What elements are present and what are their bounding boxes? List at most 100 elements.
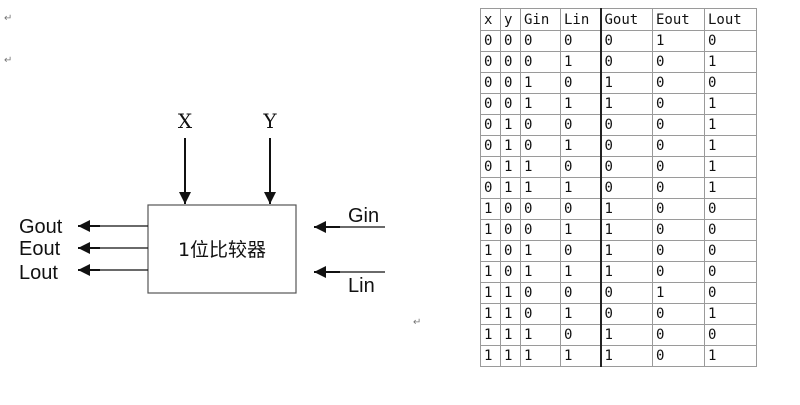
- table-header-row: x y Gin Lin Gout Eout Lout: [480, 8, 757, 31]
- table-cell: 1: [500, 345, 521, 367]
- table-cell: 1: [520, 156, 561, 178]
- table-cell: 1: [500, 177, 521, 199]
- table-cell: 1: [520, 261, 561, 283]
- table-cell: 1: [480, 324, 501, 346]
- table-cell: 1: [480, 261, 501, 283]
- input-label-x: X: [178, 109, 193, 133]
- table-cell: 1: [704, 156, 757, 178]
- table-cell: 1: [480, 303, 501, 325]
- table-cell: 1: [560, 303, 601, 325]
- table-cell: 0: [652, 156, 705, 178]
- table-cell: 0: [704, 261, 757, 283]
- table-cell: 0: [704, 30, 757, 52]
- table-cell: 1: [599, 198, 653, 220]
- comparator-block: [147, 204, 297, 294]
- table-cell: 0: [520, 51, 561, 73]
- table-cell: 1: [599, 240, 653, 262]
- table-cell: 1: [520, 240, 561, 262]
- header-x: x: [480, 8, 501, 31]
- table-cell: 1: [500, 135, 521, 157]
- table-cell: 0: [560, 156, 601, 178]
- table-cell: 1: [480, 240, 501, 262]
- table-cell: 0: [599, 135, 653, 157]
- table-cell: 1: [652, 282, 705, 304]
- table-cell: 0: [652, 198, 705, 220]
- table-cell: 0: [652, 303, 705, 325]
- table-cell: 1: [500, 282, 521, 304]
- table-cell: 0: [599, 282, 653, 304]
- table-cell: 0: [520, 282, 561, 304]
- table-cell: 0: [500, 261, 521, 283]
- table-cell: 0: [704, 282, 757, 304]
- table-cell: 1: [599, 219, 653, 241]
- table-cell: 0: [652, 345, 705, 367]
- table-cell: 1: [500, 114, 521, 136]
- table-cell: 0: [599, 156, 653, 178]
- table-cell: 0: [500, 219, 521, 241]
- table-cell: 0: [704, 240, 757, 262]
- table-cell: 1: [520, 345, 561, 367]
- table-cell: 0: [704, 219, 757, 241]
- table-cell: 1: [704, 303, 757, 325]
- table-cell: 0: [480, 135, 501, 157]
- table-cell: 0: [652, 261, 705, 283]
- table-cell: 0: [560, 198, 601, 220]
- table-cell: 0: [520, 114, 561, 136]
- table-cell: 1: [520, 177, 561, 199]
- table-cell: 0: [480, 156, 501, 178]
- table-cell: 0: [560, 282, 601, 304]
- table-cell: 1: [560, 219, 601, 241]
- table-cell: 0: [652, 219, 705, 241]
- table-cell: 0: [520, 135, 561, 157]
- table-cell: 1: [560, 51, 601, 73]
- table-cell: 0: [500, 240, 521, 262]
- table-cell: 0: [500, 198, 521, 220]
- table-cell: 1: [500, 156, 521, 178]
- table-cell: 0: [599, 30, 653, 52]
- table-cell: 0: [704, 324, 757, 346]
- table-cell: 0: [560, 72, 601, 94]
- input-label-gin: Gin: [348, 205, 379, 227]
- header-gin: Gin: [520, 8, 561, 31]
- table-cell: 0: [480, 177, 501, 199]
- table-cell: 0: [652, 324, 705, 346]
- table-cell: 0: [652, 72, 705, 94]
- table-cell: 1: [704, 114, 757, 136]
- header-gout: Gout: [599, 8, 653, 31]
- table-cell: 0: [500, 93, 521, 115]
- table-cell: 0: [652, 135, 705, 157]
- table-cell: 1: [480, 282, 501, 304]
- table-cell: 1: [560, 177, 601, 199]
- table-cell: 1: [704, 345, 757, 367]
- output-label-lout: Lout: [19, 262, 58, 284]
- paragraph-mark: ↵: [4, 55, 13, 66]
- table-cell: 1: [500, 303, 521, 325]
- table-cell: 1: [520, 93, 561, 115]
- header-lout: Lout: [704, 8, 757, 31]
- table-cell: 0: [652, 93, 705, 115]
- table-cell: 0: [704, 198, 757, 220]
- header-lin: Lin: [560, 8, 601, 31]
- table-cell: 1: [704, 51, 757, 73]
- table-cell: 1: [500, 324, 521, 346]
- table-cell: 0: [560, 240, 601, 262]
- table-cell: 0: [704, 72, 757, 94]
- header-eout: Eout: [652, 8, 705, 31]
- table-cell: 1: [599, 93, 653, 115]
- table-cell: 0: [520, 303, 561, 325]
- table-cell: 1: [599, 261, 653, 283]
- paragraph-mark: ↵: [413, 317, 422, 328]
- table-cell: 1: [560, 261, 601, 283]
- output-label-eout: Eout: [19, 238, 61, 260]
- table-cell: 1: [560, 345, 601, 367]
- table-cell: 0: [599, 177, 653, 199]
